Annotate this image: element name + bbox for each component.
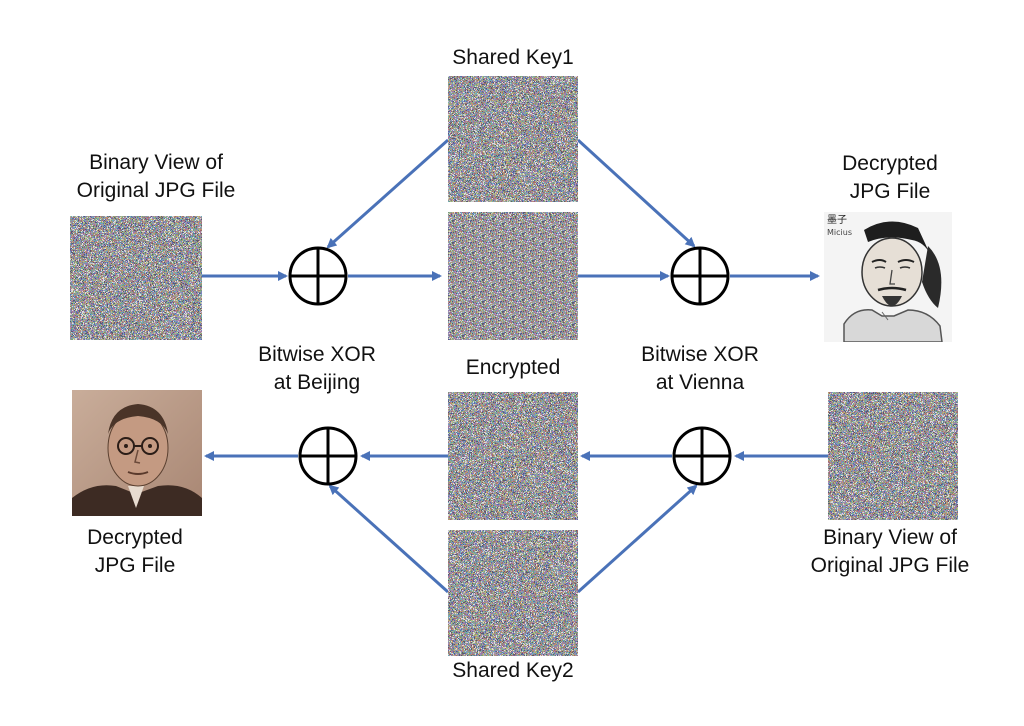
portrait-caption-latin: Micius — [827, 228, 852, 237]
decrypted-right-label: Decrypted JPG File — [842, 152, 938, 203]
xor-vienna-bottom-icon — [672, 426, 732, 486]
binary-view-left-label: Binary View of Original JPG File — [76, 151, 236, 202]
encrypted-top-image — [448, 212, 578, 340]
xor-beijing-bottom-icon — [298, 426, 358, 486]
arrow-key2-to-xor-beijing — [328, 484, 450, 594]
xor-beijing-label: Bitwise XOR at Beijing — [258, 343, 376, 394]
micius-portrait: 墨子 Micius — [824, 212, 952, 342]
binary-view-right-image — [828, 392, 958, 520]
sepia-portrait — [72, 390, 202, 516]
arrow-key1-to-xor-beijing — [326, 138, 449, 249]
shared-key1-label: Shared Key1 — [452, 46, 574, 69]
xor-vienna-top-icon — [670, 246, 730, 306]
shared-key2-image — [448, 530, 578, 656]
decrypted-left-label: Decrypted JPG File — [87, 526, 183, 577]
binary-view-left-image — [70, 216, 202, 340]
encrypted-label: Encrypted — [465, 356, 561, 379]
shared-key2-label: Shared Key2 — [452, 659, 574, 682]
binary-view-right-label: Binary View of Original JPG File — [810, 526, 970, 577]
shared-key1-image — [448, 76, 578, 202]
xor-vienna-label: Bitwise XOR at Vienna — [641, 343, 759, 394]
arrow-key2-to-xor-vienna — [576, 484, 698, 594]
arrow-key1-to-xor-vienna — [576, 138, 696, 248]
portrait-caption-chinese: 墨子 — [827, 215, 847, 226]
encrypted-bottom-image — [448, 392, 578, 520]
xor-beijing-top-icon — [288, 246, 348, 306]
